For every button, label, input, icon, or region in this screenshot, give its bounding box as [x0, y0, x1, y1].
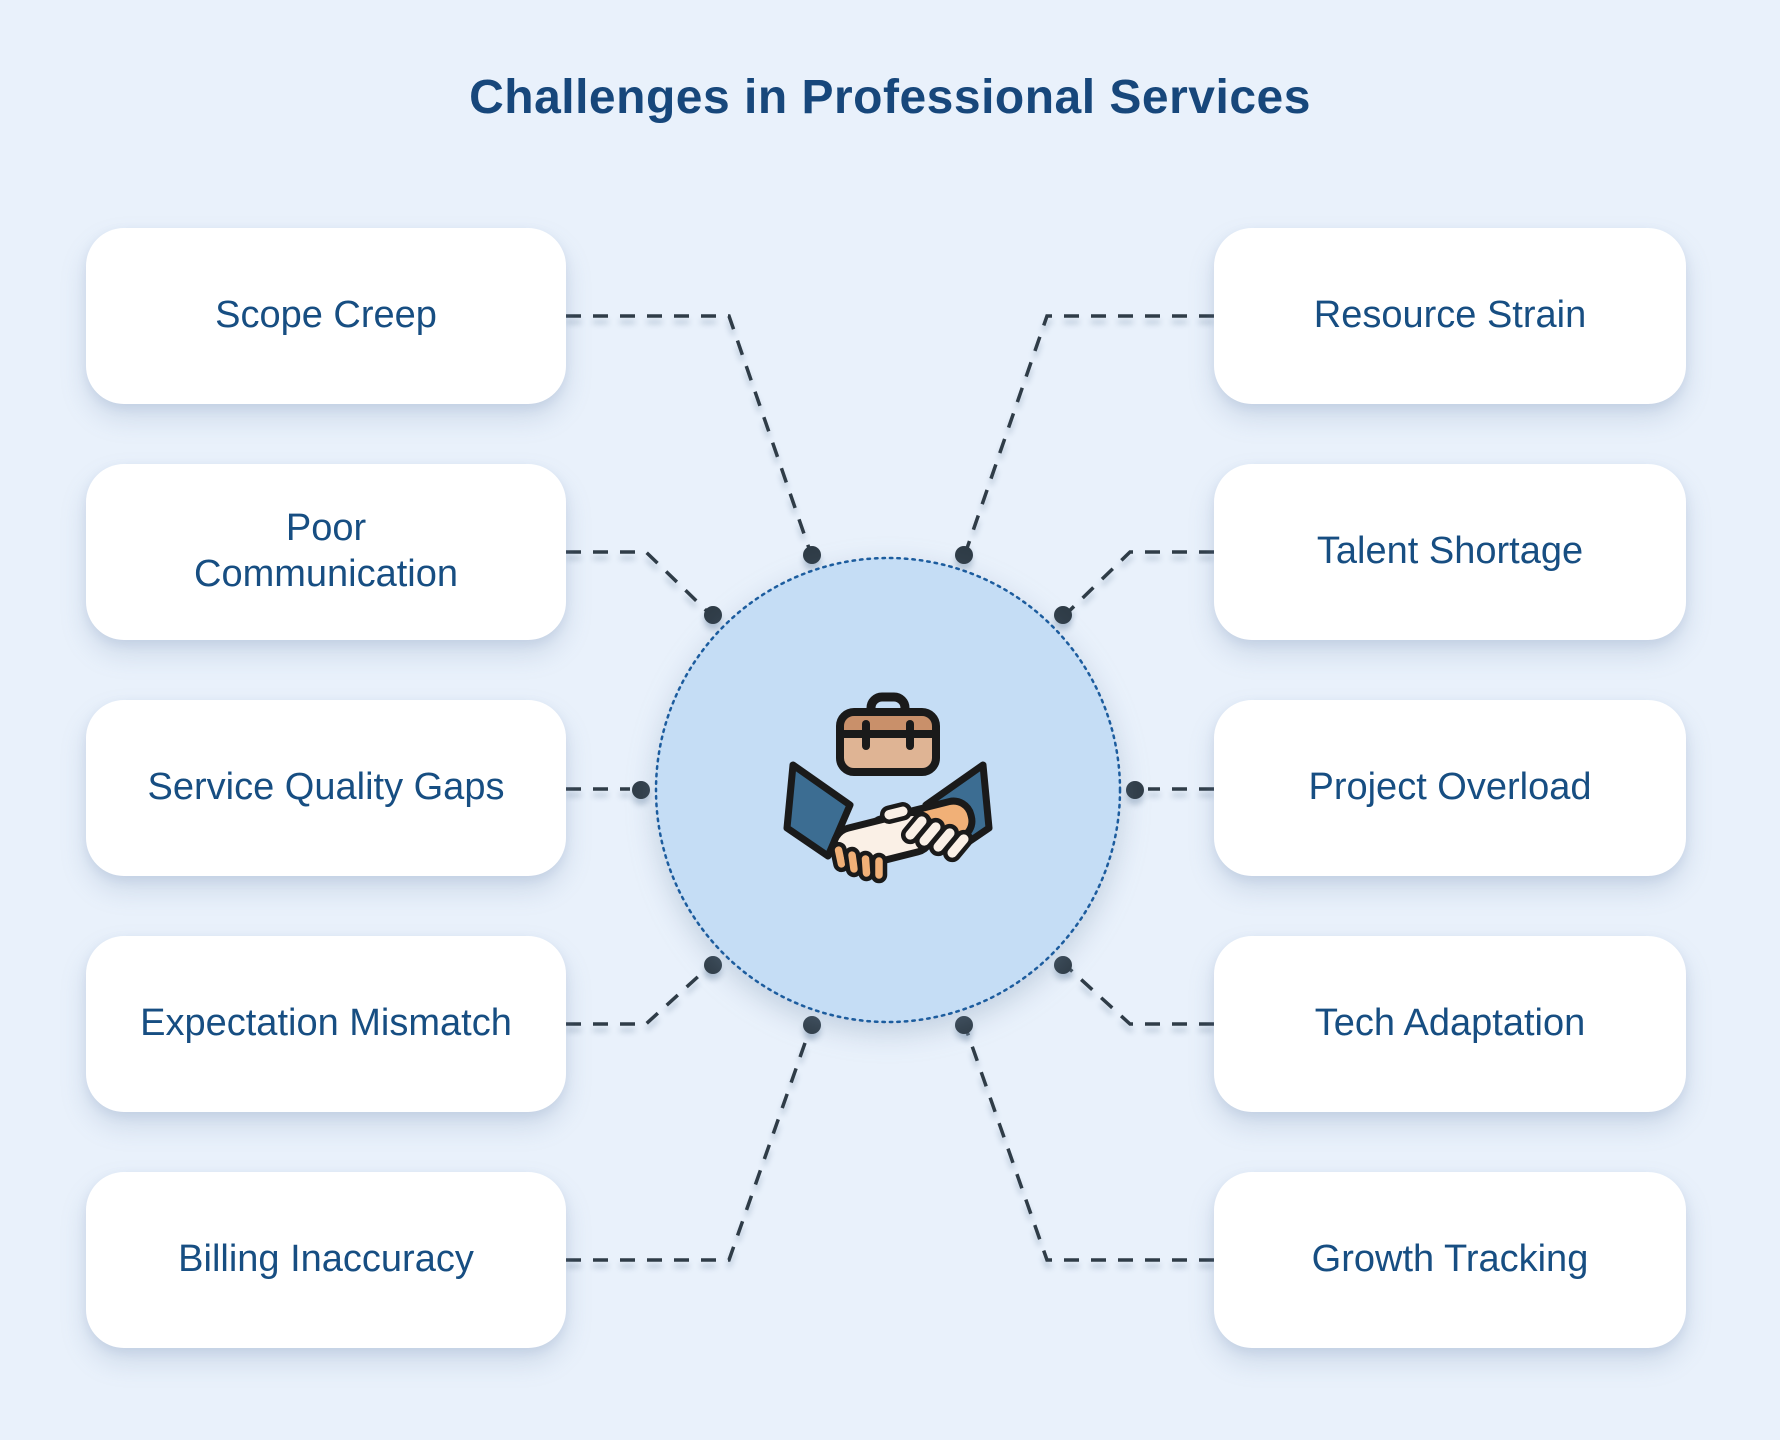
- endpoint-dot: [803, 1016, 821, 1034]
- central-hub: [654, 556, 1122, 1024]
- endpoint-dot: [1054, 606, 1072, 624]
- briefcase-icon: [836, 692, 940, 776]
- card-label: Expectation Mismatch: [140, 1002, 512, 1045]
- briefcase-handshake-icon: [783, 692, 993, 884]
- connector-poor-communication: [566, 550, 715, 619]
- connector-lines: [566, 314, 1214, 1262]
- challenge-card-poor-communication: Poor Communication: [86, 464, 566, 640]
- challenge-card-project-overload: Project Overload: [1214, 700, 1686, 876]
- challenge-card-tech-adaptation: Tech Adaptation: [1214, 936, 1686, 1112]
- endpoint-dot: [704, 606, 722, 624]
- endpoint-dot: [1126, 781, 1144, 799]
- connector-tech-adaptation: [1061, 961, 1214, 1026]
- card-label: Billing Inaccuracy: [178, 1238, 474, 1281]
- connector-billing-inaccuracy: [566, 1022, 814, 1262]
- challenge-card-scope-creep: Scope Creep: [86, 228, 566, 404]
- endpoint-dot: [1054, 956, 1072, 974]
- card-label: Poor Communication: [194, 507, 458, 595]
- endpoint-dot: [803, 546, 821, 564]
- card-label: Project Overload: [1308, 766, 1592, 809]
- challenge-card-growth-tracking: Growth Tracking: [1214, 1172, 1686, 1348]
- endpoint-dot: [955, 1016, 973, 1034]
- card-label: Growth Tracking: [1311, 1238, 1589, 1281]
- connector-endpoint-dots: [632, 546, 1144, 1034]
- hub-circle: [654, 556, 1122, 1024]
- challenge-card-resource-strain: Resource Strain: [1214, 228, 1686, 404]
- endpoint-dot: [704, 956, 722, 974]
- card-label: Talent Shortage: [1316, 530, 1584, 573]
- overlapping-fingers: [830, 811, 974, 884]
- endpoint-dot: [632, 781, 650, 799]
- connector-expectation-mismatch: [566, 961, 715, 1026]
- card-label: Service Quality Gaps: [147, 766, 505, 809]
- card-label: Scope Creep: [215, 294, 437, 337]
- connector-growth-tracking: [962, 1022, 1214, 1262]
- handshake-icon: [783, 761, 993, 884]
- card-label: Resource Strain: [1313, 294, 1587, 337]
- connector-resource-strain: [962, 314, 1214, 558]
- connector-talent-shortage: [1061, 550, 1214, 619]
- connector-scope-creep: [566, 314, 814, 558]
- endpoint-dot: [955, 546, 973, 564]
- page-title: Challenges in Professional Services: [469, 71, 1311, 124]
- challenge-card-talent-shortage: Talent Shortage: [1214, 464, 1686, 640]
- card-label: Tech Adaptation: [1314, 1002, 1586, 1045]
- challenge-card-expectation-mismatch: Expectation Mismatch: [86, 936, 566, 1112]
- challenge-card-service-quality-gaps: Service Quality Gaps: [86, 700, 566, 876]
- challenge-card-billing-inaccuracy: Billing Inaccuracy: [86, 1172, 566, 1348]
